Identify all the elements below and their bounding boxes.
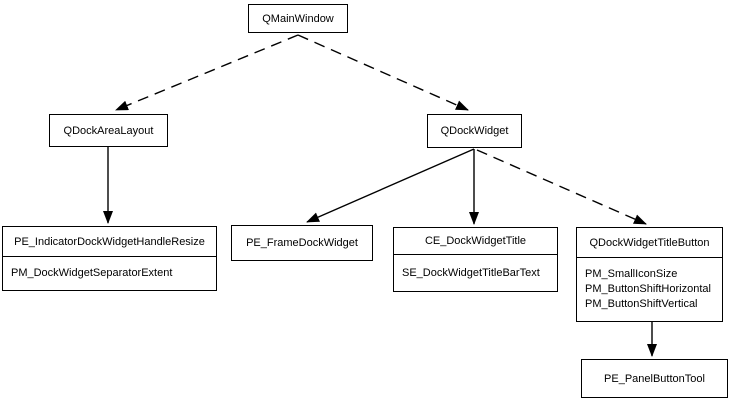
- node-qdockarealayout-label: QDockAreaLayout: [63, 124, 154, 137]
- node-frame-dock-widget: PE_FrameDockWidget: [231, 225, 373, 261]
- node-title-button-items: PM_SmallIconSize PM_ButtonShiftHorizonta…: [577, 258, 722, 321]
- node-title-button: QDockWidgetTitleButton PM_SmallIconSize …: [576, 227, 723, 322]
- edge-qmainwindow-qdockwidget: [297, 34, 469, 111]
- node-title-button-title: QDockWidgetTitleButton: [577, 228, 722, 258]
- node-title-button-item: PM_SmallIconSize: [585, 268, 678, 280]
- node-dock-separator: PE_IndicatorDockWidgetHandleResize PM_Do…: [2, 226, 217, 291]
- node-dock-separator-items: PM_DockWidgetSeparatorExtent: [3, 257, 216, 290]
- node-qmainwindow: QMainWindow: [248, 4, 348, 33]
- node-panel-button-tool-label: PE_PanelButtonTool: [604, 372, 705, 385]
- edge-qdockwidget-titlebutton: [476, 149, 647, 225]
- node-panel-button-tool: PE_PanelButtonTool: [581, 359, 728, 398]
- node-qdockwidget: QDockWidget: [427, 114, 522, 148]
- node-title-button-item: PM_ButtonShiftHorizontal: [585, 283, 711, 295]
- node-dock-title-items: SE_DockWidgetTitleBarText: [394, 255, 557, 291]
- node-qmainwindow-label: QMainWindow: [262, 12, 334, 25]
- node-dock-title-item: SE_DockWidgetTitleBarText: [402, 266, 540, 279]
- node-dock-title-title: CE_DockWidgetTitle: [394, 228, 557, 255]
- node-qdockwidget-label: QDockWidget: [440, 125, 509, 137]
- edge-qmainwindow-qdockarealayout: [115, 34, 299, 111]
- node-dock-separator-item: PM_DockWidgetSeparatorExtent: [11, 267, 173, 279]
- node-dock-separator-title: PE_IndicatorDockWidgetHandleResize: [3, 227, 216, 257]
- node-title-button-item: PM_ButtonShiftVertical: [585, 298, 698, 310]
- node-dock-title: CE_DockWidgetTitle SE_DockWidgetTitleBar…: [393, 227, 558, 292]
- node-qdockarealayout: QDockAreaLayout: [49, 114, 168, 147]
- node-frame-dock-widget-label: PE_FrameDockWidget: [246, 237, 358, 249]
- edge-qdockwidget-framedockwidget: [306, 148, 475, 223]
